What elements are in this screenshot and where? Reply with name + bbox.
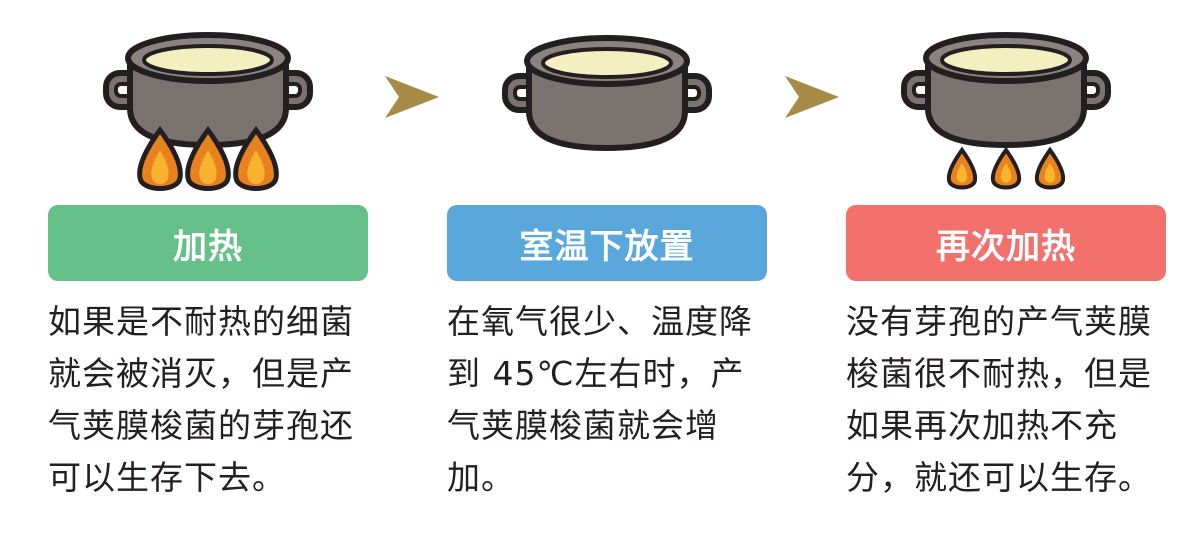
step-reheating: 再次加热 没有芽孢的产气荚膜梭菌很不耐热，但是如果再次加热不充分，就还可以生存。 (846, 0, 1166, 552)
pot-icon (103, 32, 313, 149)
step-description: 没有芽孢的产气荚膜梭菌很不耐热，但是如果再次加热不充分，就还可以生存。 (846, 302, 1152, 497)
flame-icon (946, 146, 1066, 190)
step-label: 室温下放置 (447, 205, 767, 281)
step-label: 加热 (48, 205, 368, 281)
step-label: 再次加热 (846, 205, 1166, 281)
pot-icon (901, 32, 1111, 149)
arrow-right-icon (785, 76, 839, 118)
step-description: 如果是不耐热的细菌就会被消灭，但是产气荚膜梭菌的芽孢还可以生存下去。 (48, 302, 354, 497)
pot-on-low-fire-illustration (901, 32, 1111, 190)
pot-resting-illustration (502, 35, 712, 152)
step-description: 在氧气很少、温度降到 45℃左右时，产气荚膜梭菌就会增加。 (447, 302, 753, 497)
step-heating: 加热 如果是不耐热的细菌就会被消灭，但是产气荚膜梭菌的芽孢还可以生存下去。 (48, 0, 368, 552)
pot-icon (502, 35, 712, 152)
step-room-temperature: 室温下放置 在氧气很少、温度降到 45℃左右时，产气荚膜梭菌就会增加。 (447, 0, 767, 552)
pot-on-fire-illustration (103, 32, 313, 191)
arrow-right-icon (385, 76, 439, 118)
flame-icon (137, 125, 279, 191)
